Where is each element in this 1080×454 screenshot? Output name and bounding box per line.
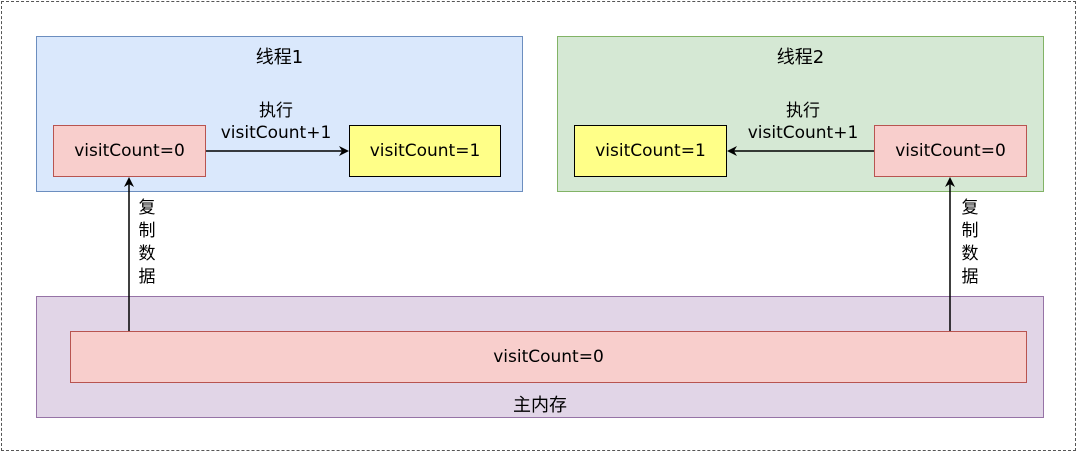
copy-data-char: 制 bbox=[138, 221, 156, 241]
copy-data-char: 据 bbox=[138, 267, 156, 287]
thread2-title: 线程2 bbox=[776, 47, 825, 68]
copy-data-char: 据 bbox=[961, 267, 979, 287]
thread1-source-node: visitCount=0 bbox=[53, 125, 206, 177]
thread2-execute-label-line2: visitCount+1 bbox=[747, 123, 859, 143]
copy-data-label-right: 复 制 数 据 bbox=[959, 197, 981, 289]
thread1-title: 线程1 bbox=[255, 47, 304, 68]
thread2-execute-label-line1: 执行 bbox=[786, 101, 820, 121]
thread1-execute-label-line1: 执行 bbox=[259, 101, 293, 121]
copy-data-label-left: 复 制 数 据 bbox=[136, 197, 158, 289]
main-memory-title: 主内存 bbox=[513, 395, 567, 416]
copy-data-char: 复 bbox=[138, 198, 156, 218]
copy-data-char: 复 bbox=[961, 198, 979, 218]
thread1-execute-label-line2: visitCount+1 bbox=[220, 123, 332, 143]
thread2-result-node: visitCount=1 bbox=[574, 125, 727, 177]
thread1-result-node: visitCount=1 bbox=[349, 125, 501, 177]
thread2-execute-label: 执行 visitCount+1 bbox=[738, 100, 868, 144]
copy-data-char: 制 bbox=[961, 221, 979, 241]
thread1-execute-label: 执行 visitCount+1 bbox=[212, 100, 340, 144]
main-memory-value-node: visitCount=0 bbox=[70, 331, 1027, 383]
copy-data-char: 数 bbox=[138, 244, 156, 264]
thread2-source-node: visitCount=0 bbox=[874, 125, 1027, 177]
copy-data-char: 数 bbox=[961, 244, 979, 264]
